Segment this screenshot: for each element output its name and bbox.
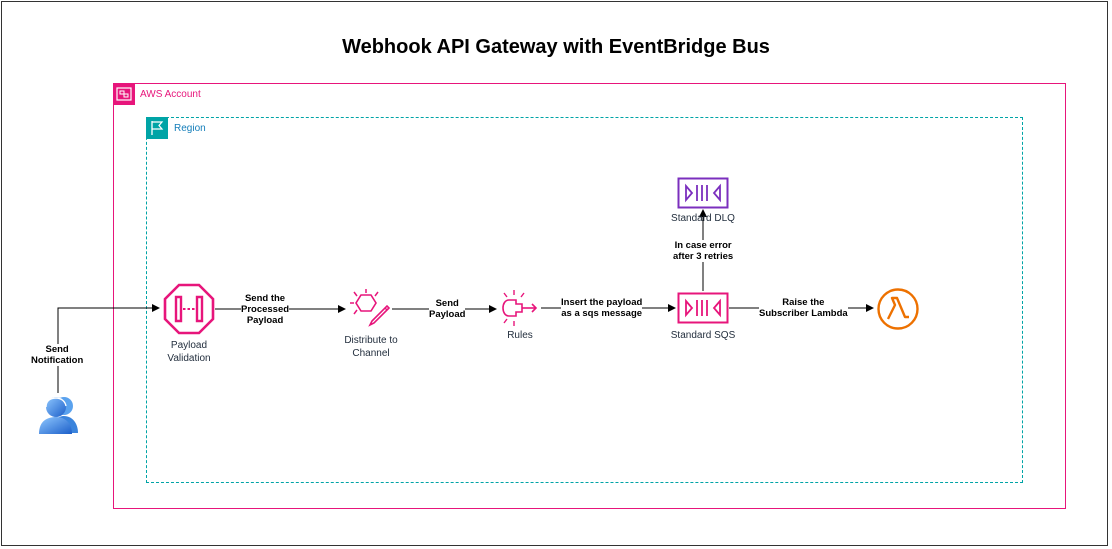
edge-label-insert-payload: Insert the payload as a sqs message	[561, 297, 643, 319]
edge-label-raise-subscriber: Raise the Subscriber Lambda	[759, 297, 848, 319]
aws-account-label: AWS Account	[140, 89, 201, 100]
diagram-title: Webhook API Gateway with EventBridge Bus	[342, 36, 770, 58]
region-group	[146, 117, 1023, 483]
sqs-queue-icon	[677, 292, 729, 329]
node-label-standard-sqs: Standard SQS	[670, 330, 736, 341]
node-label-standard-dlq: Standard DLQ	[671, 213, 735, 224]
edge-label-send-processed: Send the Processed Payload	[241, 293, 290, 326]
dlq-queue-icon	[677, 177, 729, 214]
lambda-icon	[876, 287, 920, 336]
flag-icon	[146, 117, 168, 139]
eventbridge-bus-icon	[345, 289, 393, 336]
node-label-payload-validation: Payload Validation	[167, 340, 211, 364]
edge-label-in-case-error: In case error after 3 retries	[673, 240, 734, 262]
node-label-rules: Rules	[507, 330, 533, 341]
edge-label-send-payload: Send Payload	[429, 298, 466, 320]
eventbridge-rule-icon	[498, 290, 542, 331]
node-label-distribute: Distribute to Channel	[344, 335, 398, 359]
aws-account-icon	[113, 83, 135, 105]
region-label: Region	[174, 123, 206, 134]
api-gateway-icon	[163, 283, 215, 340]
aws-account-group	[113, 83, 1066, 509]
edge-label-send-notification: Send Notification	[31, 344, 84, 366]
users-icon	[36, 393, 80, 440]
